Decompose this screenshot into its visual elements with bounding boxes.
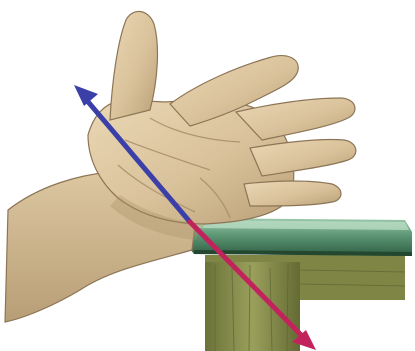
thumb — [110, 11, 157, 120]
little-finger — [244, 181, 341, 206]
ring-finger — [250, 139, 356, 176]
table-leg — [205, 255, 300, 351]
